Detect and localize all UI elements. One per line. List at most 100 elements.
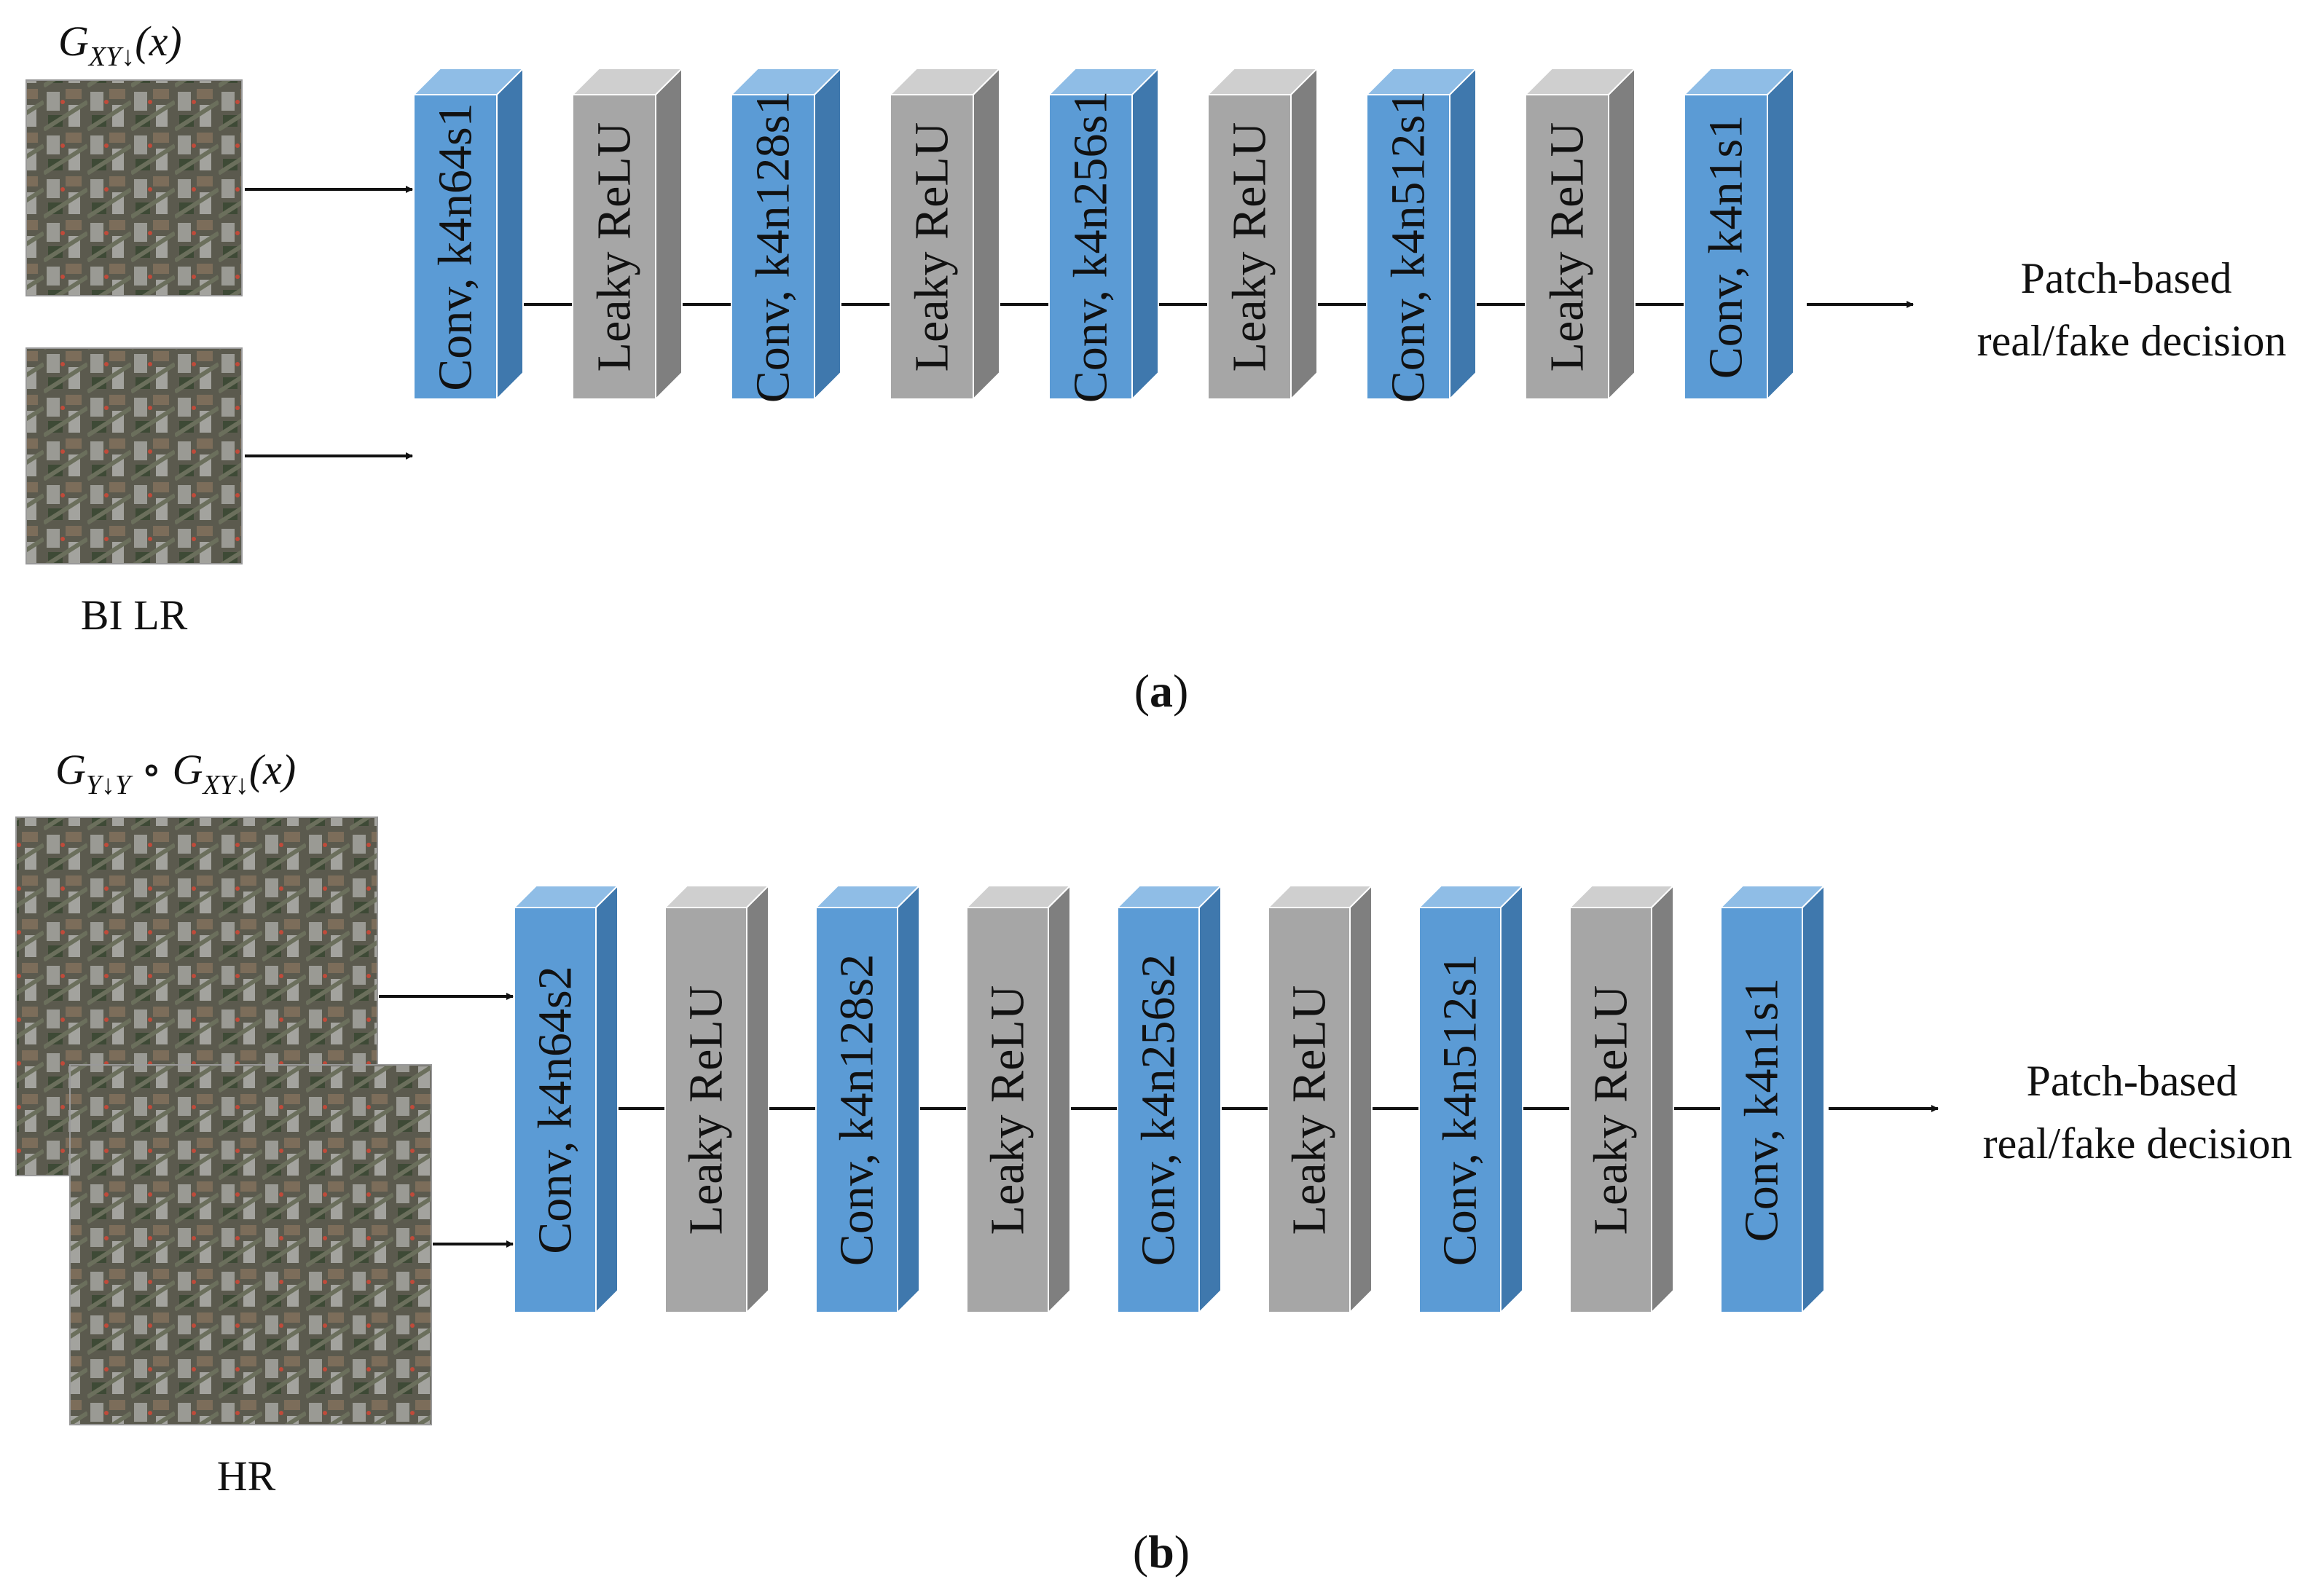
block-label: Leaky ReLU: [1541, 122, 1594, 372]
block-front-face: [1048, 94, 1133, 400]
conv-block: Conv, k4n256s2: [1115, 883, 1223, 1315]
leaky-relu-block: Leaky ReLU: [1523, 66, 1637, 401]
block-front-face: [413, 94, 498, 400]
panel-b-output-label: Patch-based real/fake decision: [1983, 1057, 2293, 1168]
block-side-face: [1290, 66, 1318, 401]
block-label: Leaky ReLU: [588, 122, 641, 372]
leaky-relu-block: Leaky ReLU: [663, 883, 771, 1315]
panel-a-output-line-1: Patch-based: [2021, 254, 2232, 302]
block-label: Conv, k4n512s1: [1434, 954, 1487, 1266]
block-front-face: [966, 907, 1049, 1313]
panel-a-caption: (a): [1134, 665, 1189, 717]
conv-block: Conv, k4n128s1: [729, 66, 843, 403]
block-label: Conv, k4n512s1: [1382, 91, 1435, 403]
leaky-relu-block: Leaky ReLU: [1568, 883, 1676, 1315]
block-label: Conv, k4n256s1: [1064, 91, 1118, 403]
block-side-face: [1048, 883, 1071, 1315]
conv-block: Conv, k4n64s2: [512, 883, 620, 1315]
panel-b-caption-open: (: [1133, 1526, 1148, 1578]
conv-block: Conv, k4n1s1: [1682, 66, 1796, 401]
block-front-face: [1525, 94, 1609, 400]
panel-a-input-top-label-sub: XY↓: [87, 42, 135, 72]
block-front-face: [1684, 94, 1768, 400]
panel-b-input-top-label-base2: G: [173, 746, 203, 793]
panel-b-input-top-label-arg: (x): [249, 746, 296, 793]
block-label: Conv, k4n64s1: [429, 103, 482, 390]
panel-a-input-top-label: GXY↓(x): [58, 17, 182, 72]
block-label: Leaky ReLU: [680, 985, 733, 1235]
block-label: Conv, k4n1s1: [1735, 978, 1789, 1242]
leaky-relu-block: Leaky ReLU: [965, 883, 1072, 1315]
panel-a-input-bottom-label: BI LR: [81, 591, 188, 639]
conv-block: Conv, k4n512s1: [1365, 66, 1478, 403]
block-front-face: [1569, 907, 1652, 1313]
block-side-face: [1131, 66, 1159, 401]
conv-block: Conv, k4n128s2: [814, 883, 922, 1315]
block-side-face: [1608, 66, 1636, 401]
aerial-image-icon: [69, 1064, 432, 1425]
block-front-face: [890, 94, 974, 400]
block-front-face: [1207, 94, 1292, 400]
panel-b-output-line-1: Patch-based: [2027, 1057, 2238, 1105]
block-side-face: [1767, 66, 1794, 401]
panel-b-input-bottom-label: HR: [217, 1452, 276, 1500]
panel-a-caption-close: ): [1173, 665, 1188, 717]
block-side-face: [1198, 883, 1222, 1315]
block-front-face: [1268, 907, 1351, 1313]
block-side-face: [814, 66, 841, 401]
block-side-face: [1349, 883, 1373, 1315]
panel-b-input-top-label: GY↓Y ∘ GXY↓(x): [55, 746, 296, 800]
conv-block: Conv, k4n256s1: [1047, 66, 1161, 403]
block-side-face: [1802, 883, 1825, 1315]
block-label: Leaky ReLU: [1223, 122, 1276, 372]
block-front-face: [1418, 907, 1501, 1313]
aerial-image-icon: [25, 79, 243, 296]
leaky-relu-block: Leaky ReLU: [1206, 66, 1319, 401]
block-front-face: [731, 94, 815, 400]
block-front-face: [664, 907, 747, 1313]
block-label: Leaky ReLU: [981, 985, 1035, 1235]
block-side-face: [746, 883, 769, 1315]
panel-b-blocks: Conv, k4n64s2 Leaky ReLU Conv, k4n128s2 Lea…: [512, 883, 1826, 1315]
block-label: Conv, k4n128s2: [831, 954, 884, 1266]
leaky-relu-block: Leaky ReLU: [570, 66, 684, 401]
block-side-face: [897, 883, 920, 1315]
aerial-image-icon: [25, 347, 243, 564]
panel-a-blocks: Conv, k4n64s1 Leaky ReLU Conv, k4n128s1 Lea…: [412, 66, 1796, 403]
block-front-face: [1117, 907, 1200, 1313]
conv-block: Conv, k4n512s1: [1417, 883, 1525, 1315]
block-front-face: [1366, 94, 1450, 400]
block-side-face: [1500, 883, 1523, 1315]
panel-b-input-top-label-sub2: XY↓: [202, 770, 249, 800]
panel-b-input-top-label-sub1: Y↓Y: [86, 770, 133, 800]
block-label: Conv, k4n64s2: [529, 966, 582, 1253]
panel-a-caption-letter: a: [1150, 665, 1173, 717]
block-front-face: [1720, 907, 1803, 1313]
conv-block: Conv, k4n1s1: [1719, 883, 1826, 1315]
panel-a-input-top-label-arg: (x): [135, 17, 181, 65]
panel-a-output-label: Patch-based real/fake decision: [1977, 254, 2287, 365]
panel-b-caption: (b): [1133, 1526, 1190, 1578]
block-label: Leaky ReLU: [906, 122, 959, 372]
panel-b-input-top-label-base1: G: [55, 746, 86, 793]
block-side-face: [973, 66, 1000, 401]
block-front-face: [514, 907, 597, 1313]
block-side-face: [595, 883, 619, 1315]
leaky-relu-block: Leaky ReLU: [1266, 883, 1374, 1315]
panel-b-input-top-label-op: ∘: [130, 746, 172, 793]
block-front-face: [572, 94, 656, 400]
leaky-relu-block: Leaky ReLU: [888, 66, 1002, 401]
panel-b-output-line-2: real/fake decision: [1983, 1119, 2293, 1168]
block-label: Conv, k4n128s1: [747, 91, 800, 403]
block-side-face: [1651, 883, 1674, 1315]
block-label: Conv, k4n256s2: [1132, 954, 1185, 1266]
panel-b-caption-letter: b: [1148, 1526, 1174, 1578]
block-side-face: [496, 66, 524, 401]
panel-a-output-line-2: real/fake decision: [1977, 317, 2287, 365]
block-side-face: [1449, 66, 1477, 401]
block-side-face: [655, 66, 683, 401]
block-label: Leaky ReLU: [1283, 985, 1336, 1235]
